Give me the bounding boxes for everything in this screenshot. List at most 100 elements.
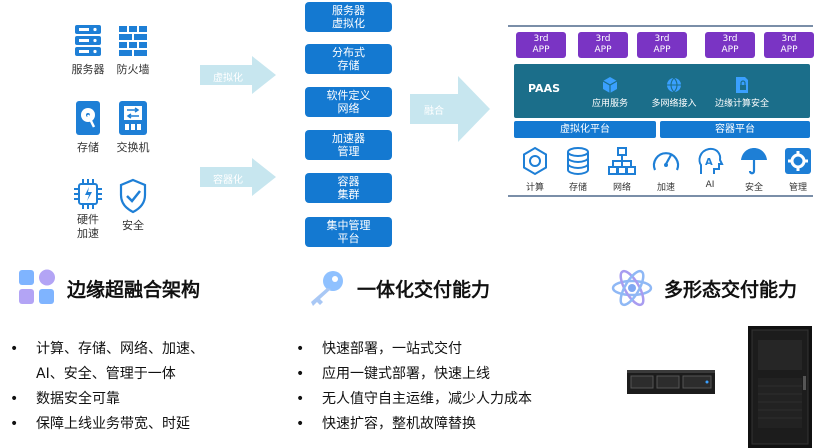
bullet-item: 计算、存储、网络、加速、 bbox=[8, 339, 204, 364]
atom-icon bbox=[611, 269, 653, 307]
hw-firewall-label: 防火墙 bbox=[116, 63, 150, 76]
bullet-item: 应用一键式部署，快速上线 bbox=[294, 364, 532, 389]
virtualization-platform-bar: 虚拟化平台 bbox=[514, 121, 656, 138]
cap-network: 网络 bbox=[600, 146, 644, 193]
cap-accel: 加速 bbox=[644, 146, 688, 193]
feature-edge-hci-title: 边缘超融合架构 bbox=[67, 278, 201, 301]
fuse-arrow-label: 融合 bbox=[424, 106, 444, 117]
app-sup: 3rd bbox=[654, 34, 670, 44]
app-label: APP bbox=[653, 45, 671, 55]
mid-box-line: 存储 bbox=[337, 59, 360, 72]
virtualize-arrow-label: 虚拟化 bbox=[213, 73, 243, 84]
platform-panel bbox=[508, 25, 813, 197]
paas-service-edge: 边缘计算安全 bbox=[702, 76, 782, 109]
server-icon bbox=[75, 25, 101, 56]
cap-storage: 存储 bbox=[556, 146, 600, 193]
bullet-item: 快速扩容，整机故障替换 bbox=[294, 414, 532, 439]
virtualize-arrow bbox=[200, 56, 276, 94]
hw-switch: 交换机 bbox=[113, 100, 153, 155]
gear-icon bbox=[785, 148, 811, 174]
feature-integrated-delivery: 一体化交付能力 bbox=[303, 266, 490, 310]
hw-firewall: 防火墙 bbox=[113, 24, 153, 77]
hw-accel-label-2: 加速 bbox=[77, 227, 99, 240]
hw-accel: 硬件 加速 bbox=[68, 178, 108, 241]
container-platform-bar: 容器平台 bbox=[660, 121, 810, 138]
app-sup: 3rd bbox=[722, 34, 738, 44]
app-sup: 3rd bbox=[595, 34, 611, 44]
hw-server: 服务器 bbox=[68, 24, 108, 77]
paas-service-net: 多网络接入 bbox=[634, 76, 714, 109]
apps-grid-icon bbox=[19, 269, 55, 304]
umbrella-icon bbox=[741, 148, 767, 175]
mid-box-line: 集中管理 bbox=[326, 219, 371, 232]
hw-server-label: 服务器 bbox=[71, 63, 105, 76]
cap-security-label: 安全 bbox=[744, 183, 763, 193]
mid-box-line: 虚拟化 bbox=[332, 17, 365, 30]
feature-2-bullets: 快速部署，一站式交付 应用一键式部署，快速上线 无人值守自主运维，减少人力成本 … bbox=[294, 339, 532, 439]
hw-storage: 存储 bbox=[68, 100, 108, 155]
mid-box-line: 集群 bbox=[337, 188, 360, 201]
cap-mgmt: 管理 bbox=[776, 146, 820, 193]
mid-box-line: 服务器 bbox=[332, 4, 365, 17]
hw-security-label: 安全 bbox=[122, 219, 144, 232]
mid-box-container-cluster: 容器集群 bbox=[305, 173, 392, 203]
svg-text:A: A bbox=[705, 157, 713, 168]
mid-box-sdn: 软件定义网络 bbox=[305, 87, 392, 117]
storage-icon bbox=[76, 101, 100, 135]
app-sup: 3rd bbox=[533, 34, 549, 44]
hw-security: 安全 bbox=[111, 178, 155, 233]
paas-service-app: 应用服务 bbox=[570, 76, 650, 109]
bullet-item: 保障上线业务带宽、时延 bbox=[8, 414, 204, 439]
hw-storage-label: 存储 bbox=[77, 141, 99, 154]
paas-service-app-label: 应用服务 bbox=[591, 99, 628, 109]
mid-box-line: 软件定义 bbox=[326, 89, 371, 102]
ai-head-icon: A bbox=[698, 147, 724, 174]
app-label: APP bbox=[721, 45, 739, 55]
cap-security: 安全 bbox=[732, 146, 776, 193]
switch-icon bbox=[119, 101, 147, 135]
mid-box-central-mgmt: 集中管理平台 bbox=[305, 217, 392, 247]
container-arrow-label: 容器化 bbox=[213, 175, 243, 186]
mid-box-line: 网络 bbox=[337, 102, 360, 115]
shield-icon bbox=[119, 178, 147, 214]
app-label: APP bbox=[594, 45, 612, 55]
mid-box-server-virtualization: 服务器虚拟化 bbox=[305, 2, 392, 32]
cabinet-image bbox=[748, 326, 812, 448]
cap-accel-label: 加速 bbox=[656, 183, 675, 193]
feature-1-bullets: 计算、存储、网络、加速、 AI、安全、管理于一体 数据安全可靠 保障上线业务带宽… bbox=[8, 339, 204, 439]
bullet-item-continuation: AI、安全、管理于一体 bbox=[36, 366, 176, 382]
hw-switch-label: 交换机 bbox=[116, 141, 150, 154]
firewall-icon bbox=[119, 26, 147, 56]
fuse-arrow bbox=[410, 76, 490, 142]
key-icon bbox=[311, 271, 343, 306]
mid-box-line: 加速器 bbox=[332, 132, 365, 145]
document-lock-icon bbox=[736, 77, 748, 93]
cap-storage-label: 存储 bbox=[568, 183, 587, 193]
cap-compute: 计算 bbox=[513, 146, 557, 193]
globe-icon bbox=[667, 77, 681, 93]
app-label: APP bbox=[532, 45, 550, 55]
compute-icon bbox=[523, 146, 547, 176]
mid-box-accelerator-mgmt: 加速器管理 bbox=[305, 130, 392, 160]
cap-ai-label: AI bbox=[705, 180, 715, 190]
mid-box-distributed-storage: 分布式存储 bbox=[305, 44, 392, 74]
mid-box-line: 容器 bbox=[337, 175, 360, 188]
hw-accel-label-1: 硬件 bbox=[77, 213, 99, 226]
database-icon bbox=[567, 147, 589, 176]
cap-mgmt-label: 管理 bbox=[788, 183, 807, 193]
paas-service-edge-label: 边缘计算安全 bbox=[714, 99, 769, 109]
mid-box-line: 管理 bbox=[337, 145, 360, 158]
network-icon bbox=[608, 147, 636, 175]
cap-ai: A AI bbox=[688, 146, 732, 190]
cube-icon bbox=[602, 77, 618, 93]
bullet-item: 快速部署，一站式交付 bbox=[294, 339, 532, 364]
app-sup: 3rd bbox=[781, 34, 797, 44]
container-arrow bbox=[200, 158, 276, 196]
bullet-item: 数据安全可靠 bbox=[8, 389, 204, 414]
paas-title: PAAS bbox=[528, 82, 561, 95]
paas-block: PAAS 应用服务 多网络接入 边缘计算安全 bbox=[514, 64, 810, 118]
